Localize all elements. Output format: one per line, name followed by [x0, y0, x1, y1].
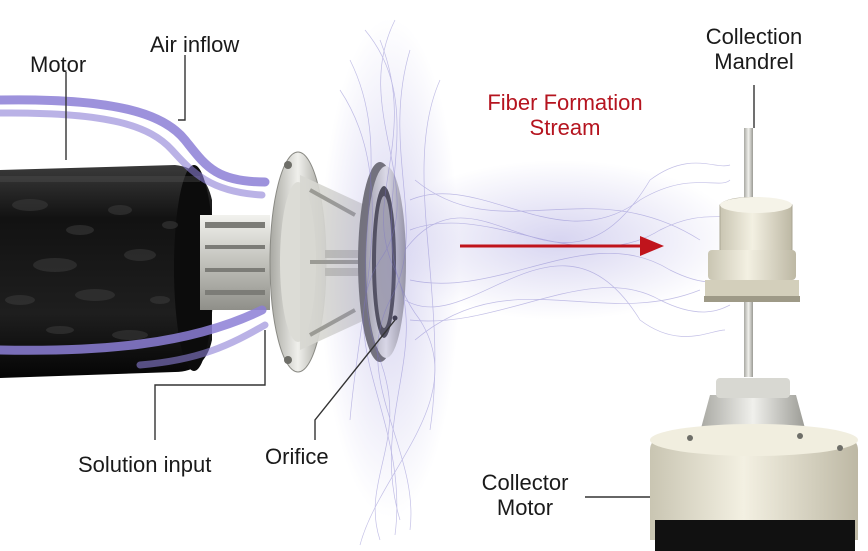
collection-mandrel-label-line1: Collection: [705, 24, 803, 49]
collection-mandrel-label: Collection Mandrel: [694, 24, 814, 75]
red-right-arrow-icon: [460, 236, 664, 256]
fiber-formation-stream-label-line1: Fiber Formation: [487, 90, 643, 115]
leader-lines: [65, 55, 755, 498]
collection-mandrel-label-line2: Mandrel: [714, 49, 794, 75]
air-inflow-label: Air inflow: [150, 32, 240, 57]
solution-input-tubing: [0, 305, 269, 369]
air-inflow-tubing: [0, 95, 270, 199]
fiber-formation-stream: [320, 18, 740, 546]
collector-motor-label: Collector Motor: [470, 470, 580, 521]
orifice-label: Orifice: [265, 444, 329, 469]
fiber-formation-stream-label-line2: Stream: [529, 115, 601, 141]
collector-motor-label-line1: Collector: [481, 470, 569, 495]
collector-motor-label-line2: Motor: [496, 495, 554, 521]
collector-motor: [650, 378, 858, 551]
motor-body: [0, 165, 214, 378]
fiber-formation-stream-label: Fiber Formation Stream: [460, 90, 670, 141]
motor-label: Motor: [30, 52, 87, 77]
solution-input-label: Solution input: [78, 452, 212, 477]
collection-mandrel: [704, 128, 800, 377]
